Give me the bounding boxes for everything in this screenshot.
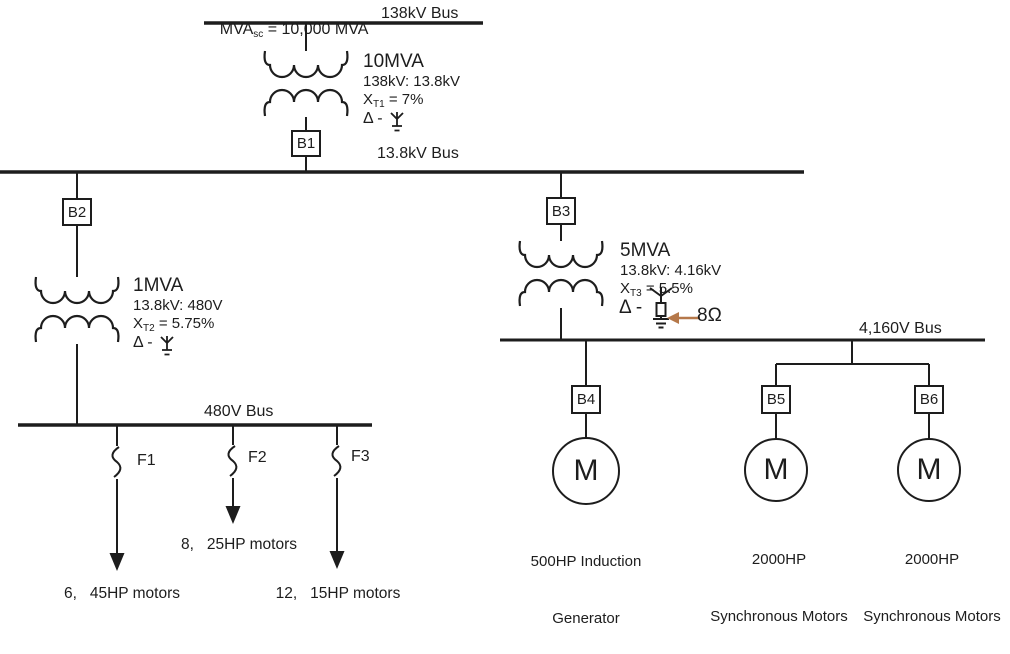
fuse-f1-label: F1 (137, 452, 156, 469)
breaker-b3: B3 (546, 197, 576, 225)
t2-rating: 1MVA (133, 275, 184, 296)
t3-ground-resistor-label: 8Ω (697, 305, 722, 326)
t1-connection: Δ - (363, 111, 460, 135)
feeder-f2-load-label: 8, 25HP motors (180, 536, 298, 553)
transformer-t1-winding-icon (263, 49, 349, 118)
breaker-b6: B6 (914, 385, 944, 414)
motor-m3-symbol: M (897, 438, 961, 502)
f1-arrowhead-icon (109, 553, 125, 571)
f3-arrowhead-icon (329, 551, 345, 569)
transformer-t1-labels: 10MVA 138kV: 13.8kV XT1 = 7% Δ - (363, 50, 460, 135)
feeder-f3-load-label: 12, 15HP motors (275, 585, 401, 602)
t2-impedance: XT2 = 5.75% (133, 315, 215, 334)
grounded-wye-icon (159, 336, 174, 356)
bus-4160v-label: 4,160V Bus (859, 320, 942, 337)
bus-480v-label: 480V Bus (204, 403, 274, 420)
resistor-pointer-arrowhead-icon (667, 312, 679, 324)
bus-13-8kv-label: 13.8kV Bus (377, 145, 459, 162)
motor-m2-symbol: M (744, 438, 808, 502)
motor-m2-description: 2000HP Synchronous Motors Ungrounded 400… (710, 550, 848, 626)
feeder-f1-load-label: 6, 45HP motors (63, 585, 181, 602)
bus-138kv-label: 138kV Bus (381, 5, 459, 22)
fuse-f1-icon (111, 446, 122, 478)
t1-impedance: XT1 = 7% (363, 91, 424, 110)
t3-rating: 5MVA (620, 240, 671, 261)
fuse-f3-label: F3 (351, 448, 370, 465)
t1-ratio: 138kV: 13.8kV (363, 73, 461, 90)
t3-connection: Δ - (619, 297, 643, 318)
fuse-f3-icon (331, 445, 342, 477)
breaker-b1: B1 (291, 130, 321, 157)
t3-impedance: XT3 = 5.5% (620, 280, 693, 299)
grounded-wye-icon (389, 112, 404, 132)
transformer-t2-labels: 1MVA 13.8kV: 480V XT2 = 5.75% Δ - (133, 274, 223, 359)
motor-m3-description: 2000HP Synchronous Motors Ungrounded 400… (863, 550, 1001, 626)
t3-ratio: 13.8kV: 4.16kV (620, 262, 722, 279)
available-fault-mva-label: MVAsc = 10,000 MVA (219, 20, 369, 40)
t2-connection: Δ - (133, 335, 223, 359)
transformer-t3-winding-icon (518, 239, 604, 308)
breaker-b5: B5 (761, 385, 791, 414)
motor-m1-description: 500HP Induction Generator Ungrounded 416… (530, 552, 642, 628)
motor-m1-symbol: M (552, 437, 620, 505)
transformer-t3-labels: 5MVA 13.8kV: 4.16kV XT3 = 5.5% (620, 239, 722, 299)
fuse-f2-label: F2 (248, 449, 267, 466)
t2-ratio: 13.8kV: 480V (133, 297, 223, 314)
breaker-b4: B4 (571, 385, 601, 414)
t1-rating: 10MVA (363, 51, 424, 72)
breaker-b2: B2 (62, 198, 92, 226)
fuse-f2-icon (227, 445, 238, 477)
f2-arrowhead-icon (225, 506, 241, 524)
resistance-grounded-wye-icon (649, 287, 673, 329)
transformer-t2-winding-icon (34, 275, 120, 344)
